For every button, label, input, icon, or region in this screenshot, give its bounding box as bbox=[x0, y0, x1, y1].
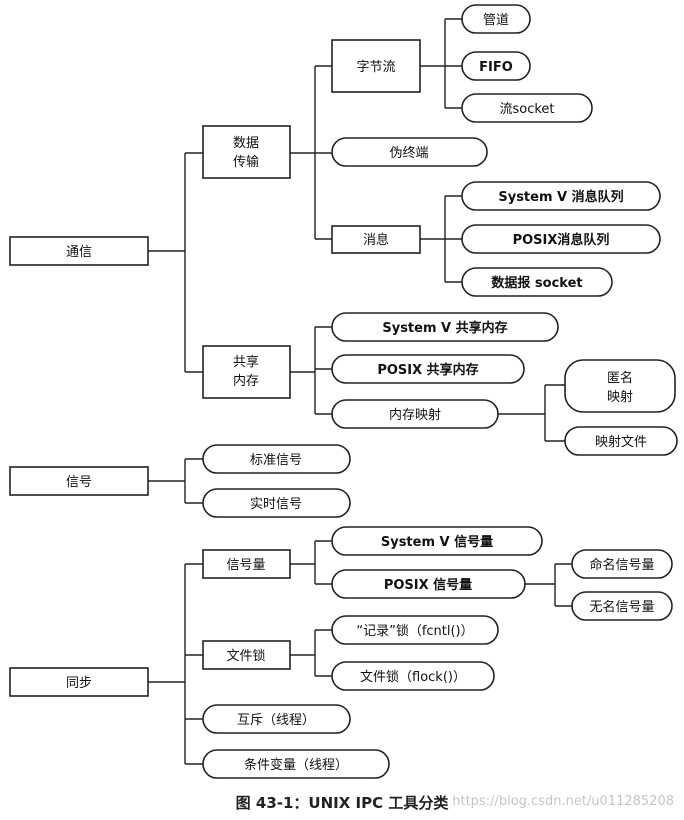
node-posix-msg-queue: POSIX消息队列 bbox=[461, 224, 661, 254]
node-mapped-file: 映射文件 bbox=[564, 426, 678, 456]
svg-text:System V 共享内存: System V 共享内存 bbox=[382, 320, 507, 336]
node-named-semaphore: 命名信号量 bbox=[571, 549, 673, 579]
node-anonymous-mapping: 匿名 映射 bbox=[564, 359, 676, 413]
node-memory-mapping: 内存映射 bbox=[331, 399, 499, 429]
svg-text:标准信号: 标准信号 bbox=[250, 453, 302, 468]
svg-text:POSIX 信号量: POSIX 信号量 bbox=[384, 577, 472, 593]
node-message: 消息 bbox=[331, 225, 421, 254]
node-shared-memory: 共享 内存 bbox=[202, 345, 291, 399]
node-sysv-msg-queue: System V 消息队列 bbox=[461, 181, 661, 211]
svg-text:映射: 映射 bbox=[607, 389, 633, 405]
svg-text:文件锁（flock()）: 文件锁（flock()） bbox=[360, 669, 466, 685]
svg-text:内存映射: 内存映射 bbox=[389, 407, 441, 423]
connector-lines bbox=[148, 18, 572, 765]
node-posix-semaphore: POSIX 信号量 bbox=[331, 569, 526, 599]
node-record-lock: “记录”锁（fcntl()） bbox=[331, 615, 499, 645]
node-realtime-signal: 实时信号 bbox=[202, 488, 351, 518]
svg-text:内存: 内存 bbox=[233, 373, 259, 389]
node-stream-socket: 流socket bbox=[461, 93, 593, 123]
svg-text:消息: 消息 bbox=[363, 232, 389, 248]
svg-text:匿名: 匿名 bbox=[607, 370, 633, 386]
svg-text:通信: 通信 bbox=[66, 245, 92, 260]
node-flock: 文件锁（flock()） bbox=[331, 661, 495, 691]
svg-text:流socket: 流socket bbox=[499, 102, 554, 117]
svg-text:条件变量（线程）: 条件变量（线程） bbox=[244, 757, 348, 773]
node-sysv-shm: System V 共享内存 bbox=[331, 312, 559, 342]
svg-text:FIFO: FIFO bbox=[479, 60, 513, 75]
svg-text:实时信号: 实时信号 bbox=[250, 497, 302, 512]
node-file-lock: 文件锁 bbox=[202, 640, 291, 670]
watermark-url: https://blog.csdn.net/u011285208 bbox=[452, 794, 674, 809]
svg-text:字节流: 字节流 bbox=[356, 60, 395, 75]
svg-text:“记录”锁（fcntl()）: “记录”锁（fcntl()） bbox=[356, 623, 473, 639]
svg-text:管道: 管道 bbox=[483, 13, 509, 28]
node-mutex: 互斥（线程） bbox=[202, 704, 351, 734]
svg-text:System V 消息队列: System V 消息队列 bbox=[498, 189, 623, 205]
node-condition-variable: 条件变量（线程） bbox=[202, 749, 390, 779]
svg-text:互斥（线程）: 互斥（线程） bbox=[237, 713, 315, 728]
node-signal: 信号 bbox=[9, 466, 149, 496]
svg-text:System V 信号量: System V 信号量 bbox=[381, 534, 493, 550]
node-posix-shm: POSIX 共享内存 bbox=[331, 354, 525, 384]
node-pipe: 管道 bbox=[461, 4, 531, 34]
svg-text:无名信号量: 无名信号量 bbox=[589, 599, 654, 615]
node-semaphore: 信号量 bbox=[202, 549, 291, 579]
node-byte-stream: 字节流 bbox=[331, 39, 421, 93]
svg-text:同步: 同步 bbox=[66, 676, 92, 691]
node-datagram-socket: 数据报 socket bbox=[461, 267, 613, 297]
svg-text:POSIX 共享内存: POSIX 共享内存 bbox=[377, 362, 478, 378]
node-communication: 通信 bbox=[9, 236, 149, 266]
node-synchronization: 同步 bbox=[9, 667, 149, 697]
svg-text:共享: 共享 bbox=[233, 354, 259, 370]
ipc-taxonomy-tree: 通信 数据 传输 字节流 消息 共享 内存 信号 同步 信号量 文件锁 管道 bbox=[9, 4, 678, 779]
node-pseudoterminal: 伪终端 bbox=[331, 137, 488, 167]
node-standard-signal: 标准信号 bbox=[202, 444, 351, 474]
node-fifo: FIFO bbox=[461, 51, 531, 81]
svg-text:命名信号量: 命名信号量 bbox=[589, 557, 654, 573]
node-data-transfer: 数据 传输 bbox=[202, 125, 291, 179]
svg-text:文件锁: 文件锁 bbox=[226, 648, 265, 664]
svg-text:伪终端: 伪终端 bbox=[389, 145, 428, 161]
figure-caption: 图 43-1：UNIX IPC 工具分类 bbox=[235, 794, 449, 812]
node-sysv-semaphore: System V 信号量 bbox=[331, 526, 543, 556]
svg-text:传输: 传输 bbox=[233, 154, 259, 170]
svg-text:数据: 数据 bbox=[233, 136, 259, 151]
svg-text:映射文件: 映射文件 bbox=[595, 434, 647, 450]
svg-text:信号: 信号 bbox=[66, 475, 92, 490]
node-unnamed-semaphore: 无名信号量 bbox=[571, 591, 673, 621]
svg-text:POSIX消息队列: POSIX消息队列 bbox=[513, 232, 610, 248]
svg-text:数据报 socket: 数据报 socket bbox=[491, 275, 582, 291]
svg-text:信号量: 信号量 bbox=[226, 558, 265, 573]
